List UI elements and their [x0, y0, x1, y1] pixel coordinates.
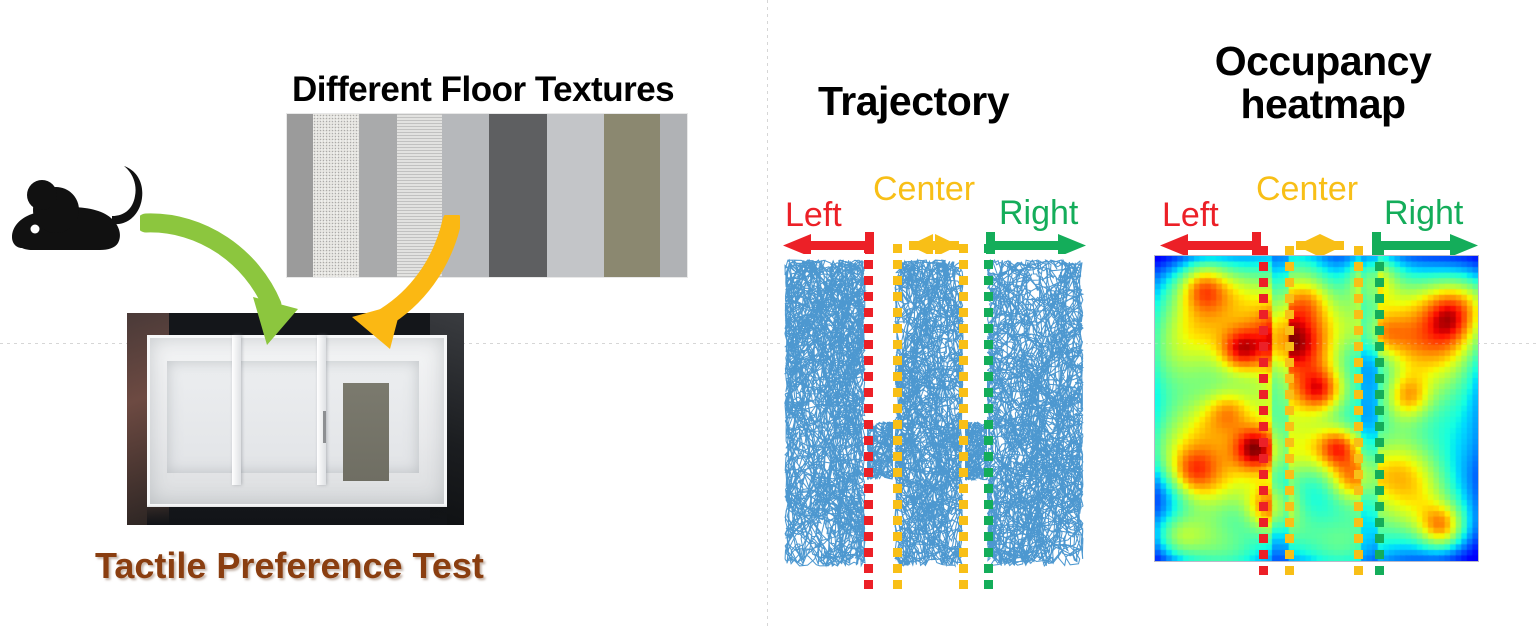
mouse-silhouette-icon	[12, 166, 143, 250]
occupancy-heatmap-plot	[1155, 256, 1478, 561]
texture-band-dark-charcoal	[489, 114, 547, 277]
legend-label-right-heatmap: Right	[1384, 194, 1464, 232]
heatmap-canvas	[1155, 256, 1478, 561]
trajectory-traces	[783, 258, 1085, 568]
legend-label-left: Left	[785, 196, 842, 234]
mouse-to-arena-arrow-icon	[140, 213, 298, 345]
trajectory-divider-right	[984, 244, 993, 596]
heatmap-divider-left	[1259, 246, 1268, 582]
texture-band-edge-gray	[660, 114, 687, 277]
trajectory-divider-left	[864, 244, 873, 596]
heatmap-divider-center-right	[1354, 246, 1363, 582]
heatmap-divider-right	[1375, 246, 1384, 582]
trajectory-plot	[781, 244, 1086, 589]
heatmap-divider-center-left	[1285, 246, 1294, 582]
slide-guide-horizontal	[0, 343, 1536, 344]
trajectory-divider-center-left	[893, 244, 902, 596]
heatmap-title-line2: heatmap	[1240, 81, 1406, 128]
legend-label-center: Center	[873, 170, 976, 208]
arena-gate	[323, 411, 326, 443]
arena-photograph	[127, 313, 464, 525]
trajectory-zone-legend: Left Center Right	[781, 170, 1086, 260]
heatmap-zone-legend: Left Center Right	[1158, 170, 1478, 260]
arena-dark-texture-floor	[343, 383, 389, 481]
arena-divider-wall-left	[232, 335, 241, 485]
floor-textures-title: Different Floor Textures	[292, 70, 675, 109]
arena-shadow	[147, 505, 447, 525]
textures-to-arena-arrow-icon	[352, 215, 460, 349]
tactile-preference-test-caption: Tactile Preference Test	[95, 545, 484, 586]
texture-band-smooth-gray-1	[287, 114, 313, 277]
texture-band-olive-khaki	[604, 114, 660, 277]
floor-textures-image	[287, 114, 687, 277]
arena-divider-wall-right	[317, 335, 326, 485]
texture-band-smooth-gray-2	[359, 114, 397, 277]
legend-label-center-heatmap: Center	[1256, 170, 1359, 208]
legend-label-right: Right	[999, 194, 1079, 232]
trajectory-divider-center-right	[959, 244, 968, 596]
texture-band-pale-gray	[547, 114, 604, 277]
texture-band-coarse-white-grit	[313, 114, 359, 277]
trajectory-title: Trajectory	[818, 78, 1010, 124]
slide-guide-vertical	[767, 0, 768, 629]
occupancy-heatmap-title: Occupancy heatmap	[1158, 38, 1488, 128]
heatmap-title-line1: Occupancy	[1214, 38, 1432, 84]
legend-label-left-heatmap: Left	[1162, 196, 1219, 234]
